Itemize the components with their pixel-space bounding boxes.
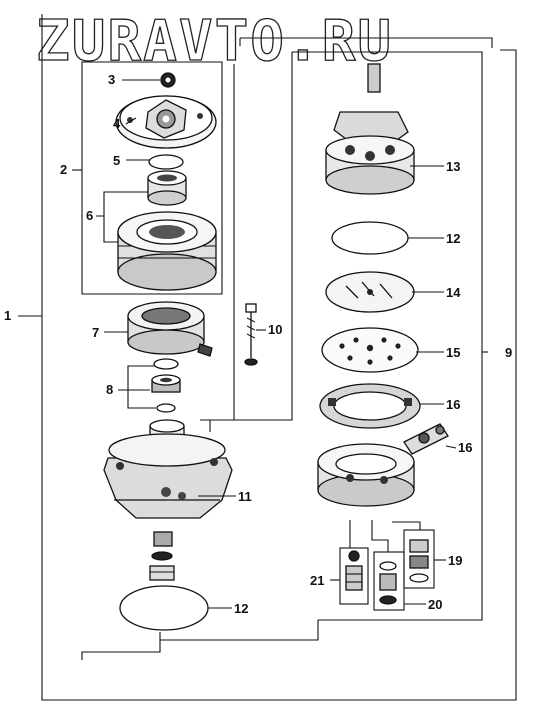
callout-label-2: 2 — [60, 162, 67, 177]
callout-label-15: 15 — [446, 345, 460, 360]
snap-ring-part-5 — [148, 154, 184, 170]
bolt-part-10 — [244, 303, 258, 366]
callout-label-11: 11 — [238, 489, 252, 504]
leader-lines — [18, 79, 457, 609]
valve-unit-part-19 — [403, 529, 435, 589]
callout-label-14: 14 — [446, 285, 461, 300]
rear-head-part-18 — [317, 443, 415, 507]
valve-plate-part-15 — [321, 327, 419, 373]
callout-label-7: 7 — [92, 325, 99, 340]
callout-label-20: 20 — [428, 597, 442, 612]
armature-plate-part-4 — [115, 95, 217, 149]
callout-label-12-lower: 12 — [234, 601, 248, 616]
callout-label-5: 5 — [113, 153, 120, 168]
watermark-text: ZURAVTO.RU — [36, 9, 393, 74]
gasket-part-16-upper — [319, 383, 421, 429]
valve-plate-part-14 — [325, 271, 415, 313]
callout-label-19: 19 — [448, 553, 462, 568]
o-ring-part-12-lower — [119, 585, 209, 631]
outer-bracket-1 — [41, 14, 517, 701]
callout-label-16-upper: 16 — [446, 397, 460, 412]
cylinder-assembly-part-13 — [325, 63, 415, 195]
callout-label-1: 1 — [4, 308, 11, 323]
bearing-part-6 — [147, 170, 187, 206]
valve-unit-part-21 — [339, 547, 369, 605]
callout-label-16-right: 16 — [458, 440, 472, 455]
valve-unit-part-20 — [373, 551, 405, 611]
nut-part-3 — [160, 72, 176, 88]
field-coil-part-7 — [127, 301, 213, 357]
callout-label-13: 13 — [446, 159, 460, 174]
callout-label-4: 4 — [113, 116, 121, 131]
callout-label-21: 21 — [310, 573, 324, 588]
valve-parts-below-housing — [149, 531, 175, 581]
callout-label-6: 6 — [86, 208, 93, 223]
callout-label-3: 3 — [108, 72, 115, 87]
callout-label-12-upper: 12 — [446, 231, 460, 246]
relief-valve-part-16-right — [403, 423, 449, 455]
callout-label-10: 10 — [268, 322, 282, 337]
callout-label-9: 9 — [505, 345, 512, 360]
pulley-part-6 — [117, 211, 217, 291]
callout-label-8: 8 — [106, 382, 113, 397]
bracket-9 — [292, 51, 483, 621]
shaft-seal-part-8 — [151, 358, 181, 413]
bracket-2 — [81, 61, 223, 295]
o-ring-part-12-upper — [331, 221, 409, 255]
front-housing-part-11 — [103, 419, 233, 519]
